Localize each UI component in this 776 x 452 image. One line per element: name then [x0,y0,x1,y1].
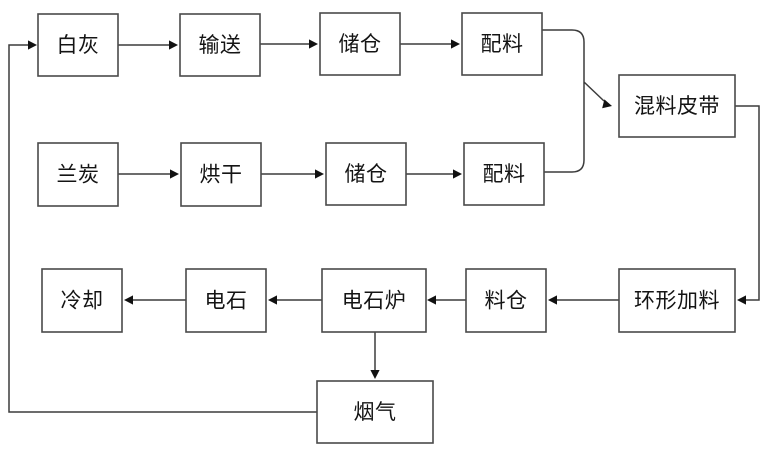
node-label: 输送 [199,33,242,57]
flow-edge [735,105,760,305]
node-dianshi[interactable]: 电石 [185,268,267,333]
node-label: 烟气 [354,400,397,424]
flow-edge [548,295,619,305]
edge-arrowhead [315,169,324,179]
node-label: 冷却 [61,289,104,313]
edge-arrowhead [737,295,746,305]
node-label: 电石炉 [342,289,407,313]
node-layer: 白灰输送储仓配料混料皮带兰炭烘干储仓配料环形加料料仓电石炉电石冷却烟气 [37,12,736,444]
node-box[interactable] [618,74,736,138]
node-huanxingjialiao[interactable]: 环形加料 [618,268,736,333]
flow-edge [261,169,324,179]
flow-edge [260,39,318,49]
node-box[interactable] [37,142,119,207]
edge-arrowhead [548,295,557,305]
flow-edge [542,29,612,173]
node-label: 兰炭 [57,163,100,187]
edge-arrowhead [268,295,277,305]
node-box[interactable] [319,12,401,76]
node-chucang1[interactable]: 储仓 [319,12,401,76]
node-peiliao2[interactable]: 配料 [463,142,545,206]
node-label: 环形加料 [634,289,720,313]
node-box[interactable] [321,268,427,333]
flow-edge [400,39,460,49]
node-label: 电石 [205,289,248,313]
node-box[interactable] [316,380,434,444]
node-chucang2[interactable]: 储仓 [325,142,407,206]
edge-arrowhead [170,169,179,179]
node-baihui[interactable]: 白灰 [37,13,119,77]
node-box[interactable] [463,142,545,206]
node-box[interactable] [37,13,119,77]
node-box[interactable] [179,13,261,77]
edge-arrowhead [309,39,318,49]
flow-edge [268,295,322,305]
edge-arrowhead [370,370,380,379]
edge-arrowhead [602,99,612,109]
edge-arrowhead [453,169,462,179]
edge-layer [8,29,760,413]
edge-arrowhead [124,295,133,305]
node-lengque[interactable]: 冷却 [41,268,123,333]
node-dianshilu[interactable]: 电石炉 [321,268,427,333]
node-box[interactable] [461,12,543,76]
node-box[interactable] [465,268,547,333]
node-lantan[interactable]: 兰炭 [37,142,119,207]
flow-edge [370,332,380,379]
node-label: 白灰 [57,33,100,57]
flow-edge [118,169,179,179]
edge-arrowhead [169,40,178,50]
flow-edge [118,40,178,50]
node-box[interactable] [185,268,267,333]
node-label: 烘干 [200,163,243,187]
node-label: 配料 [481,32,524,56]
node-box[interactable] [325,142,407,206]
edge-arrowhead [28,40,37,50]
node-box[interactable] [180,142,262,207]
node-label: 料仓 [485,289,528,313]
node-yanqi[interactable]: 烟气 [316,380,434,444]
flow-edge [427,295,466,305]
flow-edge [124,295,186,305]
node-honggan[interactable]: 烘干 [180,142,262,207]
edge-arrowhead [451,39,460,49]
node-label: 储仓 [345,162,388,186]
flow-edge [8,40,317,413]
flow-edge [406,169,462,179]
node-label: 混料皮带 [634,94,720,118]
node-hunliaopidai[interactable]: 混料皮带 [618,74,736,138]
node-peiliao1[interactable]: 配料 [461,12,543,76]
node-label: 储仓 [339,32,382,56]
edge-arrowhead [427,295,436,305]
node-liaocang[interactable]: 料仓 [465,268,547,333]
node-box[interactable] [41,268,123,333]
edge-path [8,44,317,413]
edge-path [542,29,605,173]
node-shusong[interactable]: 输送 [179,13,261,77]
node-box[interactable] [618,268,736,333]
edge-path [735,105,760,301]
node-label: 配料 [483,162,526,186]
